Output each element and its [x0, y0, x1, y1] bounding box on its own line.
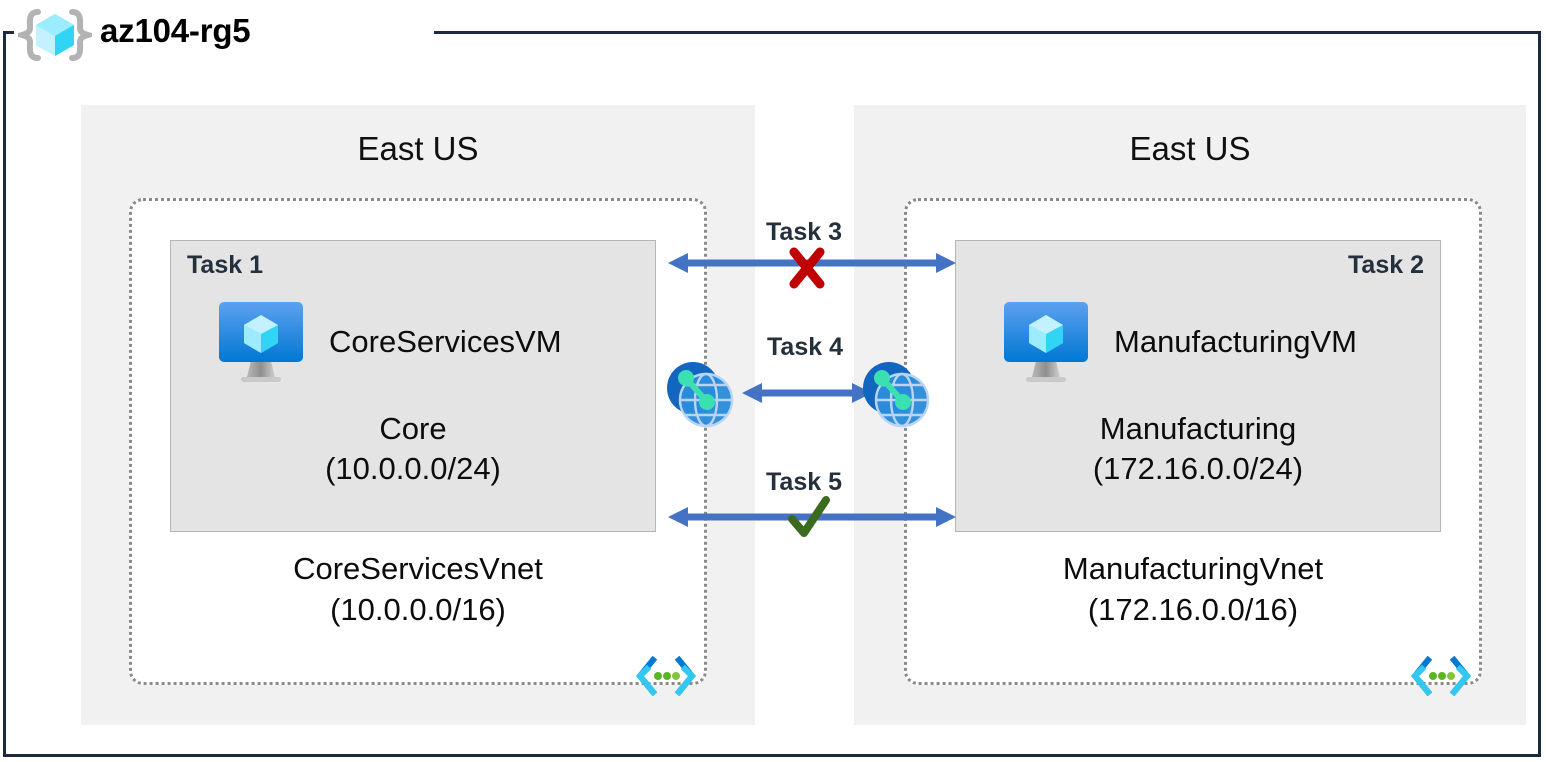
region-label-left: East US	[357, 130, 479, 167]
vnet-name-left: CoreServicesVnet (10.0.0.0/16)	[132, 549, 704, 631]
vm-row-right: ManufacturingVM	[956, 299, 1484, 385]
subnet-prefix-manufacturing: (172.16.0.0/24)	[1092, 451, 1304, 487]
virtual-machine-icon	[1000, 299, 1092, 385]
subnet-label-manufacturing: Manufacturing	[1099, 411, 1297, 446]
peering-icon	[863, 362, 930, 428]
connection-label-task5: Task 5	[766, 468, 842, 496]
green-check-icon	[788, 496, 830, 537]
vnet-name-right: ManufacturingVnet (172.16.0.0/16)	[907, 549, 1479, 631]
connection-label-task4: Task 4	[767, 333, 843, 361]
task-tag-2: Task 2	[1348, 251, 1424, 279]
subnet-box-right: Task 2 ManufacturingVM	[955, 240, 1441, 532]
task-tag-1: Task 1	[187, 251, 263, 279]
connection-label-task3: Task 3	[766, 218, 842, 246]
virtual-machine-icon	[215, 299, 307, 385]
subnet-box-left: Task 1	[170, 240, 656, 532]
peering-icon	[667, 362, 734, 428]
subnet-prefix-core: (10.0.0.0/24)	[325, 451, 501, 487]
region-panel-left: East US Task 1	[81, 105, 755, 725]
vm-name-manufacturingvm: ManufacturingVM	[1114, 324, 1357, 359]
region-panel-right: East US Task 2	[854, 105, 1526, 725]
resource-group-frame	[3, 31, 1541, 757]
connection-arrow-task4	[742, 383, 872, 403]
vnet-icon	[1409, 655, 1473, 697]
region-label-right: East US	[1129, 130, 1251, 167]
resource-group-name: az104-rg5	[100, 12, 251, 49]
subnet-name-left: Core (10.0.0.0/24)	[171, 409, 655, 490]
vnet-label-manufacturingvnet: ManufacturingVnet	[1062, 551, 1324, 586]
resource-group-icon	[12, 8, 98, 62]
vnet-icon	[634, 655, 698, 697]
red-x-icon	[789, 247, 825, 289]
vnet-box-right: Task 2 ManufacturingVM	[904, 198, 1482, 697]
vnet-box-left: Task 1	[129, 198, 707, 697]
vnet-space-manufacturingvnet: (172.16.0.0/16)	[1087, 591, 1299, 627]
subnet-label-core: Core	[379, 411, 447, 446]
vnet-space-coreservicesvnet: (10.0.0.0/16)	[330, 591, 506, 627]
vm-name-coreservicesvm: CoreServicesVM	[329, 324, 562, 359]
vm-row-left: CoreServicesVM	[171, 299, 699, 385]
vnet-label-coreservicesvnet: CoreServicesVnet	[293, 551, 543, 586]
subnet-name-right: Manufacturing (172.16.0.0/24)	[956, 409, 1440, 490]
